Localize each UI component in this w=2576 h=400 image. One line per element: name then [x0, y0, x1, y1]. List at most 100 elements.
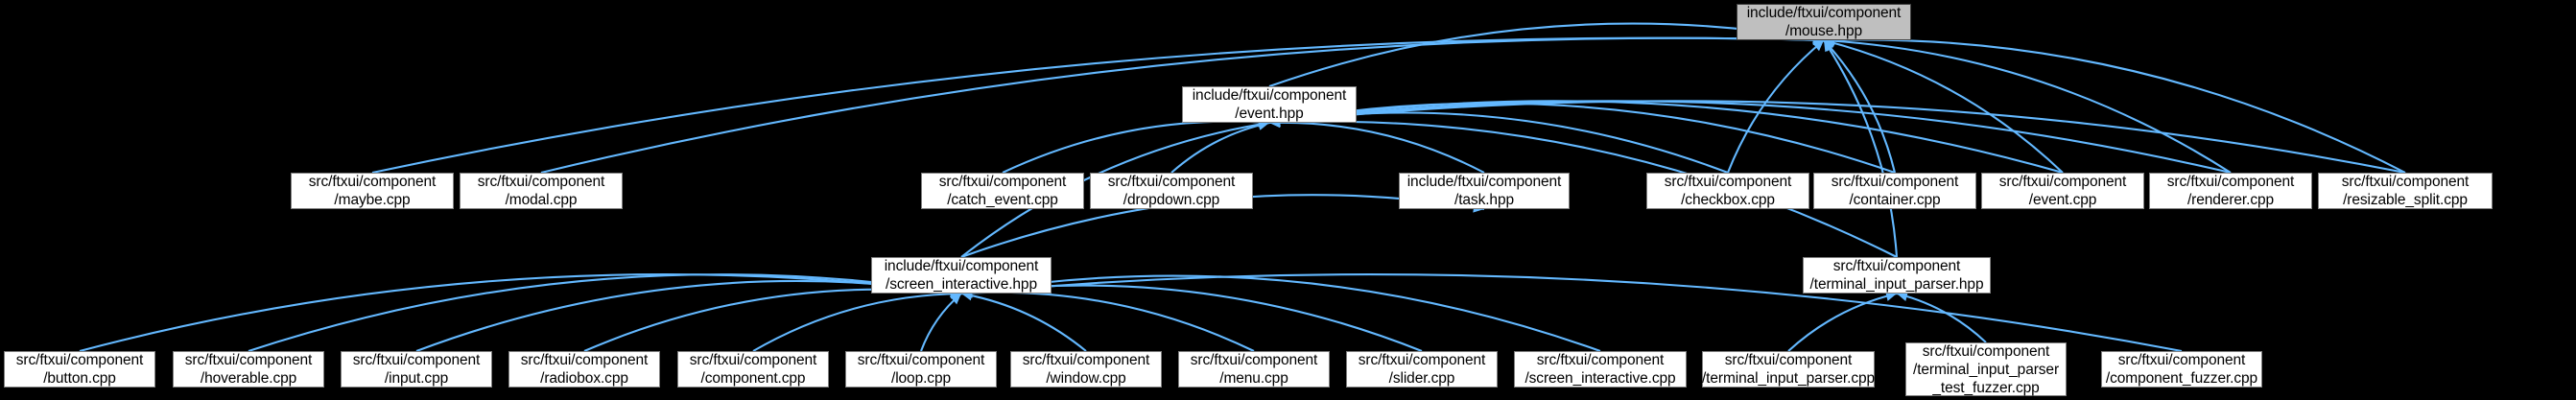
graph-edge-arrow — [1824, 40, 1834, 53]
graph-edge-resizable-to-event_hpp — [1268, 100, 2406, 175]
graph-edge-screen_int_cpp-to-screen_int_hpp — [960, 274, 1601, 352]
node-label-line1: include/ftxui/component — [1746, 5, 1902, 21]
node-label-line1: src/ftxui/component — [1022, 352, 1150, 368]
graph-node-catch_event[interactable]: src/ftxui/component/catch_event.cpp — [921, 173, 1084, 209]
graph-edge-arrow — [950, 294, 961, 305]
node-label-line1: src/ftxui/component — [2341, 174, 2470, 190]
node-label-line2: /maybe.cpp — [334, 192, 411, 208]
node-label-line1: src/ftxui/component — [1831, 174, 1959, 190]
graph-edge-resizable-to-mouse_hpp — [1823, 38, 2406, 174]
graph-edge-renderer_cpp-to-event_hpp — [1268, 100, 2232, 175]
node-label-line2: /input.cpp — [384, 370, 449, 387]
graph-edge-container_cpp-to-mouse_hpp — [1823, 39, 1897, 174]
graph-node-button_cpp[interactable]: src/ftxui/component/button.cpp — [4, 351, 155, 388]
graph-node-comp_fuzzer[interactable]: src/ftxui/component/component_fuzzer.cpp — [2101, 351, 2262, 388]
graph-edge-component_cpp-to-screen_int_hpp — [752, 292, 962, 352]
node-label-line2: /mouse.hpp — [1785, 23, 1862, 39]
node-label-line1: include/ftxui/component — [884, 258, 1039, 274]
graph-node-screen_int_hpp[interactable]: include/ftxui/component/screen_interacti… — [871, 257, 1052, 294]
node-label-line1: src/ftxui/component — [938, 174, 1067, 190]
node-label-line1: src/ftxui/component — [1998, 174, 2127, 190]
graph-edge-checkbox_cpp-to-mouse_hpp — [1727, 39, 1825, 174]
graph-edge-maybe_cpp-to-mouse_hpp — [371, 36, 1825, 175]
graph-node-component_cpp[interactable]: src/ftxui/component/component.cpp — [677, 351, 829, 388]
graph-edge-catch_event-to-event_hpp — [1002, 120, 1270, 174]
node-label-line1: src/ftxui/component — [520, 352, 649, 368]
node-label-line2: /modal.cpp — [505, 192, 578, 208]
node-label-line1: src/ftxui/component — [1664, 174, 1792, 190]
node-label-line2: /button.cpp — [43, 370, 116, 387]
graph-node-container_cpp[interactable]: src/ftxui/component/container.cpp — [1813, 173, 1976, 209]
graph-node-checkbox_cpp[interactable]: src/ftxui/component/checkbox.cpp — [1646, 173, 1809, 209]
graph-node-radiobox_cpp[interactable]: src/ftxui/component/radiobox.cpp — [508, 351, 660, 388]
graph-node-resizable[interactable]: src/ftxui/component/resizable_split.cpp — [2318, 173, 2493, 209]
graph-edge-button_cpp-to-screen_int_hpp — [79, 273, 962, 353]
node-label-line2: /slider.cpp — [1388, 370, 1455, 387]
node-label-line2: /catch_event.cpp — [947, 192, 1058, 208]
node-label-line2: /container.cpp — [1849, 192, 1941, 208]
graph-node-modal_cpp[interactable]: src/ftxui/component/modal.cpp — [460, 173, 623, 209]
graph-node-loop_cpp[interactable]: src/ftxui/component/loop.cpp — [845, 351, 997, 388]
node-label-line2: /task.hpp — [1453, 192, 1514, 208]
graph-node-tip_fuzzer[interactable]: src/ftxui/component/terminal_input_parse… — [1905, 342, 2067, 396]
graph-edge-radiobox_cpp-to-screen_int_hpp — [583, 288, 962, 352]
node-label-line1: src/ftxui/component — [689, 352, 817, 368]
node-label-line1: src/ftxui/component — [1922, 342, 2050, 360]
graph-edge-hoverable_cpp-to-screen_int_hpp — [248, 273, 962, 352]
graph-edge-loop_cpp-to-screen_int_hpp — [920, 293, 962, 352]
graph-node-task_hpp[interactable]: include/ftxui/component/task.hpp — [1399, 173, 1570, 209]
graph-edge-tip_hpp-to-mouse_hpp — [1823, 39, 1899, 258]
node-label-line2: /resizable_split.cpp — [2343, 192, 2468, 208]
graph-edge-renderer_cpp-to-mouse_hpp — [1823, 38, 2232, 174]
node-label-line2: /menu.cpp — [1219, 370, 1288, 387]
node-label-line1: include/ftxui/component — [1192, 87, 1347, 104]
graph-edge-event_cpp-to-mouse_hpp — [1823, 38, 2064, 174]
graph-edge-event_cpp-to-event_hpp — [1268, 100, 2064, 175]
graph-edge-container_cpp-to-event_hpp — [1268, 102, 1896, 174]
graph-node-menu_cpp[interactable]: src/ftxui/component/menu.cpp — [1178, 351, 1330, 388]
node-label-line2: /hoverable.cpp — [200, 370, 297, 387]
graph-edge-tip_fuzzer-to-tip_hpp — [1896, 292, 1987, 343]
graph-edge-dropdown_cpp-to-event_hpp — [1170, 121, 1270, 174]
node-label-line2: /terminal_input_parser.cpp — [1701, 370, 1876, 387]
graph-edge-tip_cpp-to-tip_hpp — [1787, 292, 1898, 352]
node-label-line2: /dropdown.cpp — [1123, 192, 1220, 208]
graph-edge-task_hpp-to-event_hpp — [1268, 121, 1485, 174]
graph-node-input_cpp[interactable]: src/ftxui/component/input.cpp — [341, 351, 492, 388]
node-label-line1: src/ftxui/component — [15, 352, 144, 368]
node-label-line2: /checkbox.cpp — [1681, 192, 1775, 208]
graph-edge-arrow — [1812, 40, 1824, 52]
node-label-line2: /renderer.cpp — [2186, 192, 2275, 208]
node-label-line2: /radiobox.cpp — [540, 370, 628, 387]
node-label-line1: src/ftxui/component — [1724, 352, 1853, 368]
node-label-line1: src/ftxui/component — [1832, 258, 1961, 274]
graph-node-slider_cpp[interactable]: src/ftxui/component/slider.cpp — [1346, 351, 1498, 388]
graph-edge-arrow — [1824, 40, 1835, 52]
node-label-line2: /component.cpp — [700, 370, 806, 387]
node-label-line1: src/ftxui/component — [1107, 174, 1236, 190]
graph-node-renderer_cpp[interactable]: src/ftxui/component/renderer.cpp — [2149, 173, 2312, 209]
node-label-line1: src/ftxui/component — [857, 352, 985, 368]
node-label-line2: /window.cpp — [1046, 370, 1126, 387]
graph-node-mouse_hpp[interactable]: include/ftxui/component/mouse.hpp — [1737, 4, 1911, 40]
graph-node-event_cpp[interactable]: src/ftxui/component/event.cpp — [1981, 173, 2144, 209]
graph-node-event_hpp[interactable]: include/ftxui/component/event.hpp — [1182, 86, 1357, 123]
node-label-line2: /event.hpp — [1235, 106, 1304, 122]
node-label-line1: src/ftxui/component — [1190, 352, 1318, 368]
graph-node-window_cpp[interactable]: src/ftxui/component/window.cpp — [1010, 351, 1162, 388]
graph-edge-comp_fuzzer-to-screen_int_hpp — [960, 272, 2183, 353]
graph-node-hoverable_cpp[interactable]: src/ftxui/component/hoverable.cpp — [173, 351, 324, 388]
node-label-line3: _test_fuzzer.cpp — [1932, 379, 2040, 396]
graph-node-tip_hpp[interactable]: src/ftxui/component/terminal_input_parse… — [1803, 257, 1991, 294]
graph-node-screen_int_cpp[interactable]: src/ftxui/component/screen_interactive.c… — [1514, 351, 1687, 388]
node-label-line1: include/ftxui/component — [1406, 174, 1562, 190]
graph-edge-menu_cpp-to-screen_int_hpp — [960, 291, 1255, 352]
node-label-line2: /terminal_input_parser — [1912, 361, 2060, 378]
graph-edge-slider_cpp-to-screen_int_hpp — [960, 284, 1423, 352]
node-label-line1: src/ftxui/component — [1536, 352, 1665, 368]
graph-node-maybe_cpp[interactable]: src/ftxui/component/maybe.cpp — [291, 173, 454, 209]
graph-node-dropdown_cpp[interactable]: src/ftxui/component/dropdown.cpp — [1090, 173, 1253, 209]
node-label-line2: /component_fuzzer.cpp — [2105, 370, 2258, 387]
graph-node-tip_cpp[interactable]: src/ftxui/component/terminal_input_parse… — [1702, 351, 1875, 388]
